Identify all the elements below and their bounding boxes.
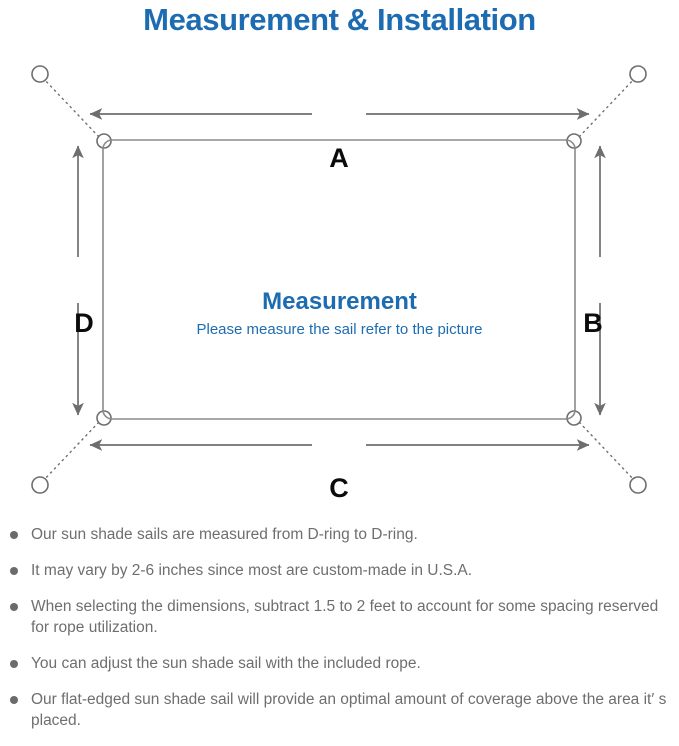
d-ring-top-right	[566, 133, 582, 149]
d-ring-bottom-left	[96, 410, 112, 426]
bullet-icon	[10, 660, 18, 668]
measurement-diagram: Measurement Please measure the sail refe…	[0, 45, 679, 515]
rope-line-top-right	[578, 76, 637, 138]
note-text: You can adjust the sun shade sail with t…	[31, 655, 421, 672]
note-text: It may vary by 2-6 inches since most are…	[31, 562, 473, 579]
sail-corner-top-right	[565, 139, 576, 150]
anchor-point-bottom-left	[31, 476, 49, 494]
bullet-icon	[10, 531, 18, 539]
anchor-point-top-right	[629, 65, 647, 83]
dimension-label-c: C	[329, 473, 349, 503]
note-text: When selecting the dimensions, subtract …	[31, 598, 659, 636]
bullet-icon	[10, 603, 18, 611]
dimension-label-b: B	[583, 308, 603, 338]
diagram-canvas	[31, 65, 647, 494]
rope-line-top-left	[41, 76, 100, 138]
list-item: You can adjust the sun shade sail with t…	[0, 653, 679, 674]
notes-list: Our sun shade sails are measured from D-…	[0, 524, 679, 746]
d-ring-bottom-right	[566, 410, 582, 426]
anchor-point-top-left	[31, 65, 49, 83]
sail-corner-bottom-right	[565, 409, 576, 420]
sail-center-label: Measurement	[262, 288, 417, 315]
dimension-label-a: A	[329, 143, 349, 173]
note-text: Our flat-edged sun shade sail will provi…	[31, 691, 667, 729]
list-item: It may vary by 2-6 inches since most are…	[0, 560, 679, 581]
sail-corner-top-left	[102, 139, 113, 150]
list-item: Our flat-edged sun shade sail will provi…	[0, 689, 679, 731]
bullet-icon	[10, 696, 18, 704]
d-ring-top-left	[96, 133, 112, 149]
sail-corner-bottom-left	[102, 409, 113, 420]
list-item: When selecting the dimensions, subtract …	[0, 596, 679, 638]
note-text: Our sun shade sails are measured from D-…	[31, 526, 418, 543]
sail-rectangle	[102, 139, 576, 420]
rope-line-bottom-left	[41, 421, 100, 483]
anchor-point-bottom-right	[629, 476, 647, 494]
dimension-label-d: D	[74, 308, 94, 338]
sail-center-sublabel: Please measure the sail refer to the pic…	[196, 321, 483, 338]
page-title: Measurement & Installation	[143, 2, 536, 37]
list-item: Our sun shade sails are measured from D-…	[0, 524, 679, 545]
bullet-icon	[10, 567, 18, 575]
rope-line-bottom-right	[578, 421, 637, 483]
